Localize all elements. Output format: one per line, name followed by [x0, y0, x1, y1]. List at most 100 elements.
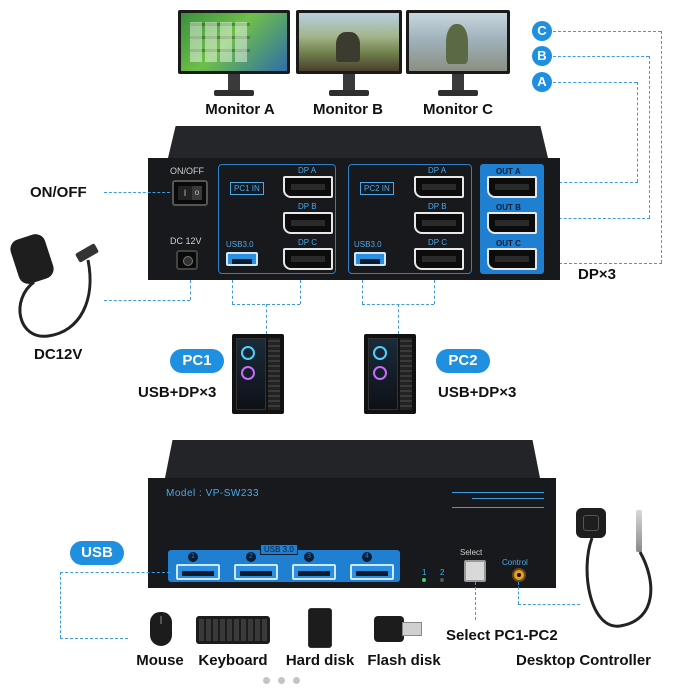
usb-line-h	[60, 572, 170, 573]
decor-lines	[452, 492, 544, 508]
pc1-dp-b-port[interactable]	[283, 212, 333, 234]
pc1-badge: PC1	[170, 349, 224, 373]
usb-port-4[interactable]	[350, 564, 394, 580]
control-line-v	[518, 582, 519, 604]
keyboard-label: Keyboard	[198, 652, 268, 669]
monitor-b-label: Monitor B	[313, 101, 383, 118]
usb30-label: USB 3.0	[260, 544, 298, 555]
kvm-back-panel: Model : VP-SW233 USB 3.0 1 2 3 4 1 2 Sel…	[148, 478, 556, 588]
pc1-line-l	[232, 280, 233, 304]
pc2-line-r	[434, 280, 435, 304]
control-jack[interactable]	[512, 568, 526, 582]
pagination-dot-2[interactable]	[278, 677, 285, 684]
line-b-h	[553, 56, 649, 57]
usb-line-h2	[60, 638, 128, 639]
pc1-dp-b-label: DP B	[298, 202, 317, 211]
pc2-line-l	[362, 280, 363, 304]
line-a-v	[637, 82, 638, 182]
select-pc-label: Select PC1-PC2	[446, 627, 558, 644]
monitor-a-screen	[178, 10, 290, 74]
usb-line-v	[60, 572, 61, 638]
out-a-port[interactable]	[487, 176, 537, 198]
select-text: Select	[460, 548, 483, 557]
select-line-v	[475, 582, 476, 620]
usb-num-1: 1	[188, 552, 198, 562]
line-b-v	[649, 56, 650, 218]
pc2-desc: USB+DP×3	[438, 384, 517, 401]
out-a-label: OUT A	[496, 167, 521, 176]
hard-disk-label: Hard disk	[285, 652, 355, 669]
pc2-usb-port[interactable]	[354, 252, 386, 266]
on-off-line	[104, 192, 170, 193]
pc1-dp-a-port[interactable]	[283, 176, 333, 198]
led-1-label: 1	[422, 568, 427, 577]
kvm-front-panel: ON/OFF I o DC 12V PC1 IN USB3.0 DP A DP …	[148, 158, 560, 280]
control-line-h	[518, 604, 580, 605]
dc12v-label: DC12V	[34, 346, 83, 363]
desktop-controller	[576, 508, 606, 538]
pc2-dp-a-port[interactable]	[414, 176, 464, 198]
control-text: Control	[502, 558, 528, 567]
pc2-dp-b-port[interactable]	[414, 212, 464, 234]
monitor-b	[296, 10, 402, 100]
pc2-in-label: PC2 IN	[360, 182, 394, 195]
led-2-label: 2	[440, 568, 445, 577]
line-b-h2	[544, 218, 650, 219]
monitor-b-screen	[296, 10, 402, 74]
pagination-dot-1[interactable]	[263, 677, 270, 684]
panel-dc-text: DC 12V	[170, 236, 202, 246]
pc1-in-label: PC1 IN	[230, 182, 264, 195]
mouse-label: Mouse	[136, 652, 184, 669]
usb-port-1[interactable]	[176, 564, 220, 580]
hard-disk-icon	[308, 608, 332, 648]
monitor-a-label: Monitor A	[205, 101, 275, 118]
out-c-label: OUT C	[496, 239, 521, 248]
pc1-usb-label: USB3.0	[226, 240, 254, 249]
pc1-dp-a-label: DP A	[298, 166, 317, 175]
usb-port-3[interactable]	[292, 564, 336, 580]
power-switch[interactable]: I o	[172, 180, 208, 206]
led-1	[422, 578, 426, 582]
line-c-h	[553, 31, 661, 32]
flash-disk-label: Flash disk	[367, 652, 441, 669]
badge-output-c: C	[532, 21, 552, 41]
dc-jack	[176, 250, 198, 270]
adapter-cable	[18, 259, 92, 338]
pc2-input-group	[348, 164, 472, 274]
monitor-c-label: Monitor C	[423, 101, 493, 118]
select-button[interactable]	[464, 560, 486, 582]
out-b-label: OUT B	[496, 203, 521, 212]
pc2-dp-a-label: DP A	[428, 166, 447, 175]
kvm-front-top	[168, 126, 548, 158]
pc1-dp-c-label: DP C	[298, 238, 317, 247]
usb-num-4: 4	[362, 552, 372, 562]
out-b-port[interactable]	[487, 212, 537, 234]
keyboard-icon	[196, 616, 270, 644]
flash-disk-icon	[374, 616, 422, 642]
usb-port-2[interactable]	[234, 564, 278, 580]
pc1-input-group	[218, 164, 336, 274]
dc-line-h	[104, 300, 190, 301]
pc1-dp-c-port[interactable]	[283, 248, 333, 270]
monitor-a	[178, 10, 290, 100]
pc1-usb-port[interactable]	[226, 252, 258, 266]
desktop-controller-label: Desktop Controller	[516, 652, 652, 669]
usb-num-2: 2	[246, 552, 256, 562]
pc1-line-r	[300, 280, 301, 304]
pc1-tower	[232, 334, 284, 414]
pc2-dp-c-port[interactable]	[414, 248, 464, 270]
pc2-line-down	[398, 304, 399, 334]
dp-x3-label: DP×3	[578, 266, 616, 283]
line-a-h2	[544, 182, 638, 183]
controller-cable	[585, 537, 653, 628]
badge-output-a: A	[532, 72, 552, 92]
badge-output-b: B	[532, 46, 552, 66]
dc-line-v	[190, 280, 191, 300]
pc2-dp-c-label: DP C	[428, 238, 447, 247]
panel-on-off-text: ON/OFF	[170, 166, 204, 176]
model-label: Model : VP-SW233	[166, 488, 260, 499]
out-c-port[interactable]	[487, 248, 537, 270]
pc1-line-down	[266, 304, 267, 334]
line-c-v	[661, 31, 662, 263]
pagination-dot-3[interactable]	[293, 677, 300, 684]
